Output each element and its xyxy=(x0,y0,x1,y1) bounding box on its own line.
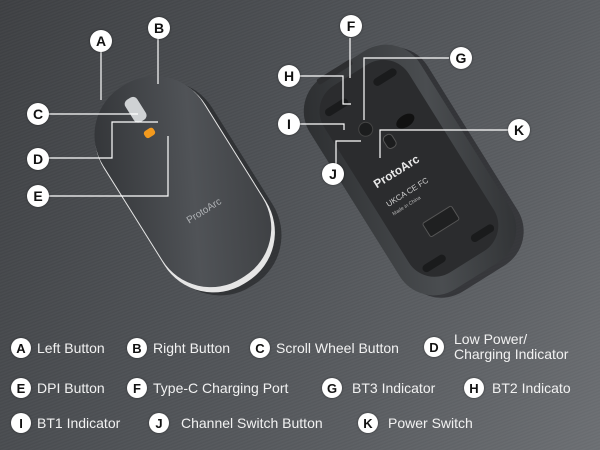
legend-badge-e: E xyxy=(11,378,31,398)
legend-badge-b: B xyxy=(127,338,147,358)
legend-item-power-switch: K Power Switch xyxy=(358,413,473,433)
scroll-wheel xyxy=(124,96,147,123)
power-switch xyxy=(382,133,397,149)
product-illustration: ProtoArc ProtoArc UKCA CE FC Made in Chi… xyxy=(27,15,530,298)
callout-k: K xyxy=(508,119,530,141)
legend-badge-k: K xyxy=(358,413,378,433)
legend-badge-j: J xyxy=(149,413,169,433)
legend-item-channel-switch-button: J Channel Switch Button xyxy=(149,413,323,433)
sensor xyxy=(396,113,415,129)
top-view-mouse: ProtoArc xyxy=(94,76,282,296)
callout-f: F xyxy=(340,15,362,37)
type-c-port xyxy=(316,59,353,85)
legend-label: Low Power/ xyxy=(454,331,528,347)
legend-item-bt1-indicator: I BT1 Indicator xyxy=(11,413,120,433)
leader-lines xyxy=(48,38,508,197)
receiver-slot xyxy=(422,205,460,237)
legend-label: Channel Switch Button xyxy=(181,414,323,431)
callout-h: H xyxy=(278,65,300,87)
callout-j: J xyxy=(322,163,344,185)
legend-item-type-c-port: F Type-C Charging Port xyxy=(127,378,288,398)
legend-badge-a: A xyxy=(11,338,31,358)
legend-label: BT2 Indicato xyxy=(492,379,571,396)
legend-badge-i: I xyxy=(11,413,31,433)
legend-item-dpi-button: E DPI Button xyxy=(11,378,105,398)
callout-b: B xyxy=(148,17,170,39)
dpi-button xyxy=(143,127,156,139)
legend-label: Type-C Charging Port xyxy=(153,379,289,396)
legend-label: Power Switch xyxy=(388,414,473,431)
callout-g: G xyxy=(450,47,472,69)
legend-badge-c: C xyxy=(250,338,270,358)
callout-i: I xyxy=(278,113,300,135)
legend-badge-d: D xyxy=(424,337,444,357)
legend-badge-f: F xyxy=(127,378,147,398)
callout-c: C xyxy=(27,103,49,125)
legend-label: Left Button xyxy=(37,339,105,356)
legend-item-low-power-indicator: D Low Power/ Charging Indicator xyxy=(424,332,568,362)
legend-item-scroll-wheel-button: C Scroll Wheel Button xyxy=(250,338,399,358)
legend-label: BT3 Indicator xyxy=(352,379,436,396)
callout-a: A xyxy=(90,30,112,52)
channel-switch xyxy=(358,121,374,137)
legend-label: Right Button xyxy=(153,339,231,356)
legend-label: Scroll Wheel Button xyxy=(276,339,399,356)
parts-legend: A Left Button B Right Button C Scroll Wh… xyxy=(0,320,600,450)
legend-item-bt3-indicator: G BT3 Indicator xyxy=(322,378,435,398)
legend-badge-g: G xyxy=(322,378,342,398)
legend-label: BT1 Indicator xyxy=(37,414,121,431)
callout-d: D xyxy=(27,148,49,170)
legend-item-right-button: B Right Button xyxy=(127,338,230,358)
legend-label-line2: Charging Indicator xyxy=(454,346,569,362)
legend-item-bt2-indicator: H BT2 Indicato xyxy=(464,378,571,398)
callout-e: E xyxy=(27,185,49,207)
mouse-illustration: ProtoArc ProtoArc UKCA CE FC Made in Chi… xyxy=(48,38,524,298)
legend-badge-h: H xyxy=(464,378,484,398)
legend-item-left-button: A Left Button xyxy=(11,338,105,358)
legend-label: DPI Button xyxy=(37,379,105,396)
